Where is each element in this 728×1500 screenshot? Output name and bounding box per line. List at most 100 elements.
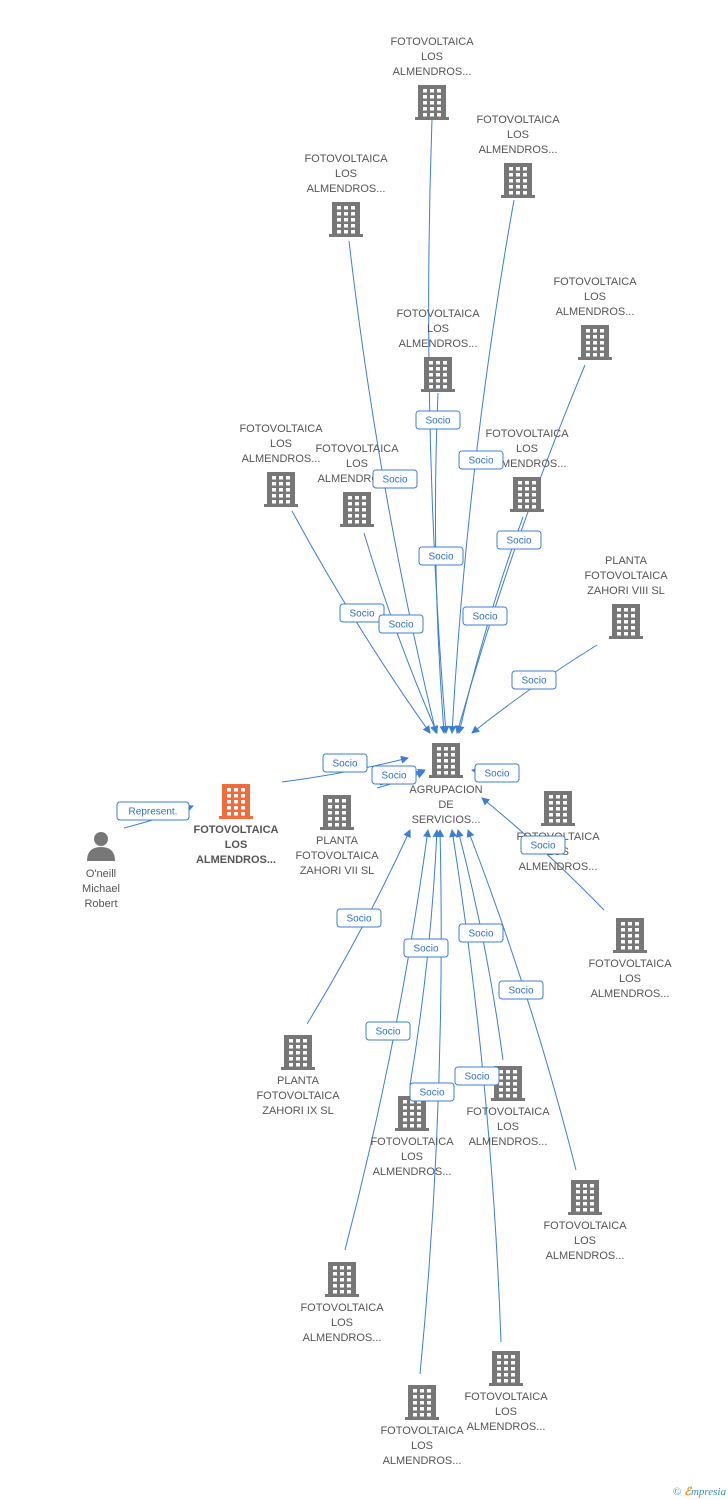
edge-label[interactable]: Socio [403,938,449,958]
node-label-line: FOTOVOLTAICA [295,850,379,862]
building-window [423,95,427,99]
company-node[interactable]: FOTOVOLTAICALOSALMENDROS... [396,308,480,392]
edge-label[interactable]: Socio [496,530,542,550]
building-icon[interactable] [415,85,449,120]
company-node[interactable]: FOTOVOLTAICALOSALMENDROS... [370,1096,454,1178]
building-icon[interactable] [541,791,575,826]
building-window [506,1094,510,1098]
company-node[interactable]: FOTOVOLTAICALOSALMENDROS... [464,1351,548,1433]
building-window [403,1106,407,1110]
edge-label[interactable]: Socio [339,603,385,623]
edge-label[interactable]: Socio [322,753,368,773]
building-icon[interactable] [395,1096,429,1131]
focus-company-node[interactable]: FOTOVOLTAICALOSALMENDROS... [194,784,279,866]
building-window [621,928,625,932]
building-icon[interactable] [264,472,298,507]
building-base [219,816,253,819]
company-node[interactable]: FOTOVOLTAICALOSALMENDROS... [380,1385,464,1467]
building-window [272,482,276,486]
edge-label[interactable]: Socio [378,614,424,634]
building-icon[interactable] [578,325,612,360]
node-label-line: Michael [82,883,120,895]
building-window [403,1124,407,1128]
building-window [549,795,553,799]
edge-label[interactable]: Socio [474,763,520,783]
building-window [617,626,621,630]
edge-label[interactable]: Socio [418,546,464,566]
company-node[interactable]: FOTOVOLTAICALOSALMENDROS... [485,428,569,512]
building-icon[interactable] [405,1385,439,1420]
building-window [328,823,332,827]
building-icon[interactable] [340,492,374,527]
building-window [635,946,639,950]
building-window [525,499,529,503]
building-window [516,185,520,189]
building-icon[interactable] [320,795,354,830]
building-window [497,1367,501,1371]
edge-label[interactable]: Represent. [116,801,190,821]
building-icon[interactable] [510,477,544,512]
building-icon[interactable] [421,357,455,392]
edge-n15-to-center [455,829,504,1061]
building-icon[interactable] [219,784,253,819]
building-icon[interactable] [609,604,643,639]
edge-label[interactable]: Socio [520,835,566,855]
edge-label-text: Socio [506,536,531,547]
building-window [355,520,359,524]
center-company-node[interactable]: AGRUPACIONDESERVICIOS... [409,743,483,826]
edge-n16-to-center [466,829,577,1171]
person-icon[interactable] [87,832,115,861]
building-window [516,179,520,183]
company-node[interactable]: FOTOVOLTAICALOSALMENDROS... [476,114,560,198]
edge-label[interactable]: Socio [462,606,508,626]
edge-label[interactable]: Socio [458,923,504,943]
building-window [635,940,639,944]
building-icon[interactable] [501,163,535,198]
building-window [347,1272,351,1276]
edge-label[interactable]: Socio [458,450,504,470]
company-node[interactable]: FOTOVOLTAICALOSALMENDROS... [390,36,474,120]
company-node[interactable]: FOTOVOLTAICALOSALMENDROS... [304,153,388,237]
building-icon[interactable] [613,918,647,953]
edge-label[interactable]: Socio [511,670,557,690]
company-node[interactable]: FOTOVOLTAICALOSALMENDROS... [466,1066,550,1148]
company-node[interactable]: FOTOVOLTAICALOSALMENDROS... [516,791,600,873]
company-node[interactable]: FOTOVOLTAICALOSALMENDROS... [239,423,323,507]
building-icon[interactable] [568,1180,602,1215]
edge-label[interactable]: Socio [409,1082,455,1102]
building-icon[interactable] [325,1262,359,1297]
building-window [351,218,355,222]
edge-label-text: Socio [388,620,413,631]
edge-label[interactable]: Socio [336,908,382,928]
building-window [586,341,590,345]
edge-label[interactable]: Socio [371,765,417,785]
edge-label[interactable]: Socio [454,1066,500,1086]
company-node[interactable]: FOTOVOLTAICALOSALMENDROS... [300,1262,384,1344]
building-window [631,626,635,630]
building-window [279,476,283,480]
edge-label[interactable]: Socio [498,980,544,1000]
building-window [444,771,448,775]
company-node[interactable]: FOTOVOLTAICALOSALMENDROS... [553,276,637,360]
building-window [624,614,628,618]
building-icon[interactable] [329,202,363,237]
edge-label[interactable]: Socio [415,410,461,430]
building-window [518,481,522,485]
building-window [279,488,283,492]
building-icon[interactable] [489,1351,523,1386]
building-window [279,500,283,504]
company-node[interactable]: FOTOVOLTAICALOSALMENDROS... [543,1180,627,1262]
edge-label[interactable]: Socio [372,469,418,489]
building-icon[interactable] [429,743,463,778]
company-node[interactable]: FOTOVOLTAICALOSALMENDROS... [588,918,672,1000]
building-window [348,496,352,500]
building-window [340,1266,344,1270]
edge-label-text: Socio [425,416,450,427]
building-icon[interactable] [281,1035,315,1070]
edge-label[interactable]: Socio [365,1021,411,1041]
building-window [410,1112,414,1116]
